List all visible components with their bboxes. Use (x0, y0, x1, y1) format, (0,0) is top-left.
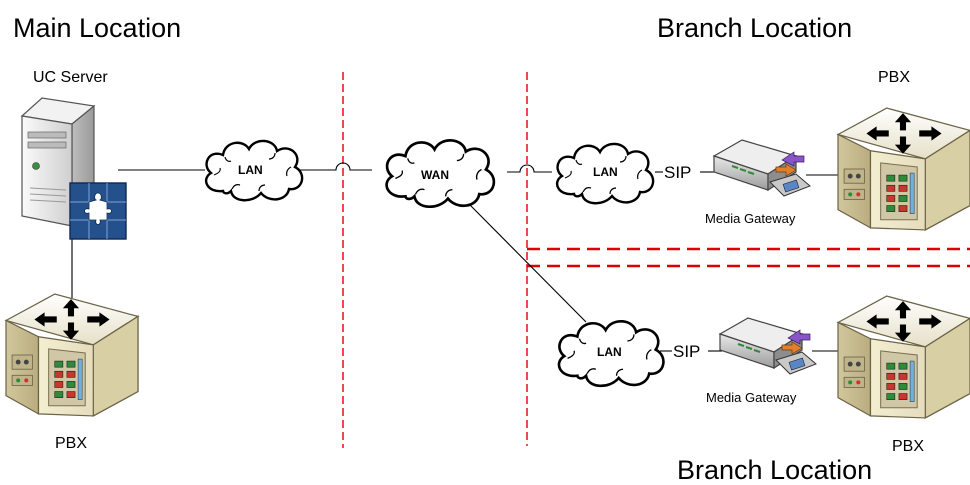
pbx-branch-top-icon (837, 107, 970, 231)
media-gateway-bottom-label: Media Gateway (706, 390, 797, 405)
cloud-wan-label: WAN (421, 168, 449, 182)
cloud-lan-main-label: LAN (238, 163, 263, 177)
sip-top-label: SIP (664, 163, 691, 182)
branch-location-top-heading: Branch Location (657, 13, 852, 43)
pbx-main-icon (5, 293, 139, 417)
uc-server-label: UC Server (33, 69, 108, 86)
cloud-lan-branch-bottom: LAN (557, 319, 665, 388)
cloud-wan: WAN (384, 138, 496, 209)
sip-bottom-label: SIP (673, 342, 700, 361)
cloud-lan-main: LAN (204, 139, 304, 202)
puzzle-icon (69, 182, 127, 240)
branch-location-bottom-heading: Branch Location (677, 455, 872, 485)
link-wan-lan-bottom (469, 204, 587, 323)
cloud-lan-branch-top: LAN (555, 142, 655, 205)
media-gateway-top-icon (712, 138, 812, 198)
cloud-lan-branch-bottom-label: LAN (597, 345, 622, 359)
media-gateway-bottom-icon (718, 316, 818, 376)
location-boundaries (342, 72, 970, 448)
pbx-branch-bottom-label: PBX (892, 438, 924, 455)
link-wan-lan-top (507, 164, 552, 173)
uc-server-icon (21, 97, 127, 240)
pbx-branch-bottom-icon (837, 295, 970, 419)
link-lan-wan (300, 162, 372, 171)
pbx-branch-top-label: PBX (878, 69, 910, 86)
pbx-main-label: PBX (55, 435, 87, 452)
cloud-lan-branch-top-label: LAN (593, 165, 618, 179)
media-gateway-top-label: Media Gateway (705, 211, 796, 226)
connections (71, 162, 842, 352)
main-location-heading: Main Location (13, 13, 181, 43)
